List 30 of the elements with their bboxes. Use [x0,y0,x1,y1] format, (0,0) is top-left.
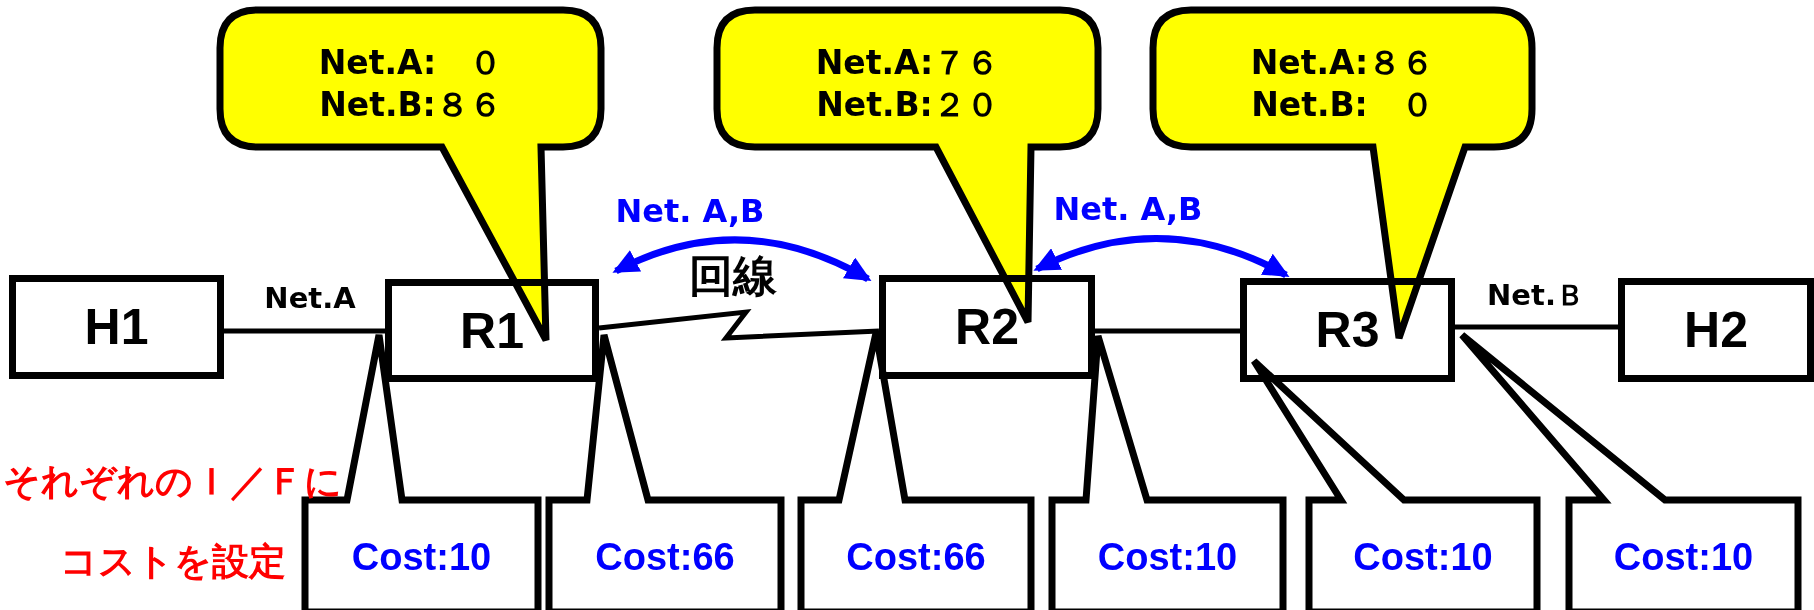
router-box [385,279,599,382]
host-box [1618,278,1814,382]
host-label: H2 [1684,301,1748,359]
router-box [1240,278,1455,382]
router-label: R3 [1315,301,1380,359]
bubble-text: Net.B:２０ [816,84,999,126]
note-text: それぞれのＩ／Ｆにコストを設定 [2,459,343,585]
double-arrow [1033,235,1290,279]
cost-label: Cost:10 [1097,536,1238,579]
cost-label: Cost:10 [1613,536,1754,579]
bubble-text: Net.B:８６ [319,84,502,126]
router-label: R1 [460,301,524,360]
bubble-text: Net.A: ０ [318,42,503,84]
zigzag-line [598,308,880,341]
bubble-text: Net.B: ０ [1251,84,1434,126]
host-box [9,275,224,379]
bubble-text: Net.A:７６ [815,42,1000,84]
cost-label: Cost:10 [351,536,492,579]
host-label: H1 [84,298,149,356]
router-box [879,275,1095,379]
cost-label: Cost:66 [846,536,986,579]
cost-label: Cost:66 [595,536,735,579]
bubble-text: Net.A:８６ [1250,42,1435,84]
connector-line [1455,324,1618,330]
connector-line [1095,328,1240,334]
cost-label: Cost:10 [1353,536,1493,579]
double-arrow [612,236,872,283]
connector-line [224,328,385,334]
cost-callout [1249,356,1542,610]
router-label: R2 [955,298,1019,356]
